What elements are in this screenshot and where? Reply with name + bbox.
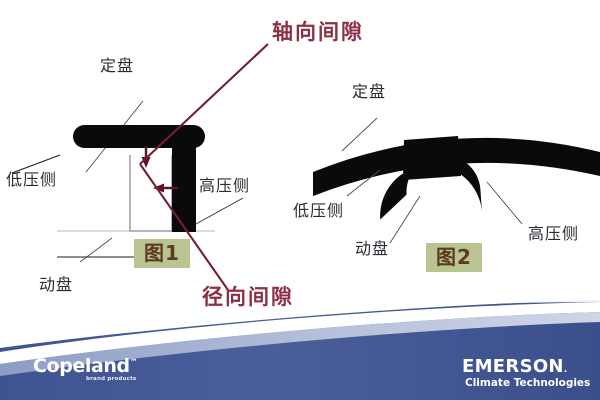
- footer-white-upper: [0, 300, 600, 348]
- emerson-logo: EMERSON.: [462, 358, 568, 376]
- clearance-dimension-box: [129, 155, 173, 232]
- axial-arrow-head: [141, 157, 151, 168]
- orbiting-scroll-stem: [172, 140, 196, 232]
- axial-clearance-pointer: [139, 43, 269, 165]
- emerson-trademark: .: [563, 365, 568, 375]
- leader-line-orbiting-scroll-2: [389, 195, 421, 244]
- orbiting-scroll-arc: [380, 155, 482, 220]
- figure2-label-low-pressure-side: 低压侧: [293, 201, 345, 220]
- leader-line-high-pressure-1: [195, 197, 244, 225]
- leader-line-high-pressure-2: [486, 181, 523, 225]
- leader-line-fixed-scroll-1: [85, 100, 144, 173]
- fixed-scroll-arc: [313, 137, 600, 196]
- leader-line-orbiting-scroll-1: [79, 237, 113, 263]
- fixed-scroll-cap: [73, 125, 205, 148]
- figure1-badge: 图1: [134, 239, 190, 268]
- radial-arrow-head: [153, 183, 164, 193]
- leader-line-fixed-scroll-2: [341, 117, 378, 152]
- copeland-tagline: brand products: [86, 376, 137, 382]
- scroll-arc-connector: [403, 136, 461, 180]
- footer-band: [0, 300, 600, 400]
- figure1-label-low-pressure-side: 低压侧: [6, 170, 58, 189]
- figure1-label-high-pressure-side: 高压侧: [199, 176, 251, 195]
- footer-swoosh-accent: [0, 312, 600, 376]
- figure2-label-fixed-scroll: 定盘: [352, 82, 387, 101]
- figure2-label-high-pressure-side: 高压侧: [528, 224, 580, 243]
- footer-swoosh-white: [0, 302, 600, 364]
- emerson-tagline: Climate Technologies: [465, 377, 591, 389]
- copeland-trademark: ™: [129, 357, 138, 367]
- copeland-logo: Copeland™: [33, 355, 138, 377]
- figure1-label-fixed-scroll: 定盘: [100, 56, 135, 75]
- callout-axial-clearance: 轴向间隙: [272, 20, 364, 44]
- figure2-label-orbiting-scroll: 动盘: [355, 239, 390, 258]
- footer-artwork: [0, 300, 600, 400]
- figure2-badge: 图2: [426, 243, 482, 272]
- leader-line-low-pressure-2: [346, 169, 381, 197]
- figure1-label-orbiting-scroll: 动盘: [39, 275, 74, 294]
- callout-radial-clearance: 径向间隙: [202, 285, 294, 309]
- copeland-name: Copeland: [33, 355, 130, 377]
- emerson-name: EMERSON: [462, 356, 564, 377]
